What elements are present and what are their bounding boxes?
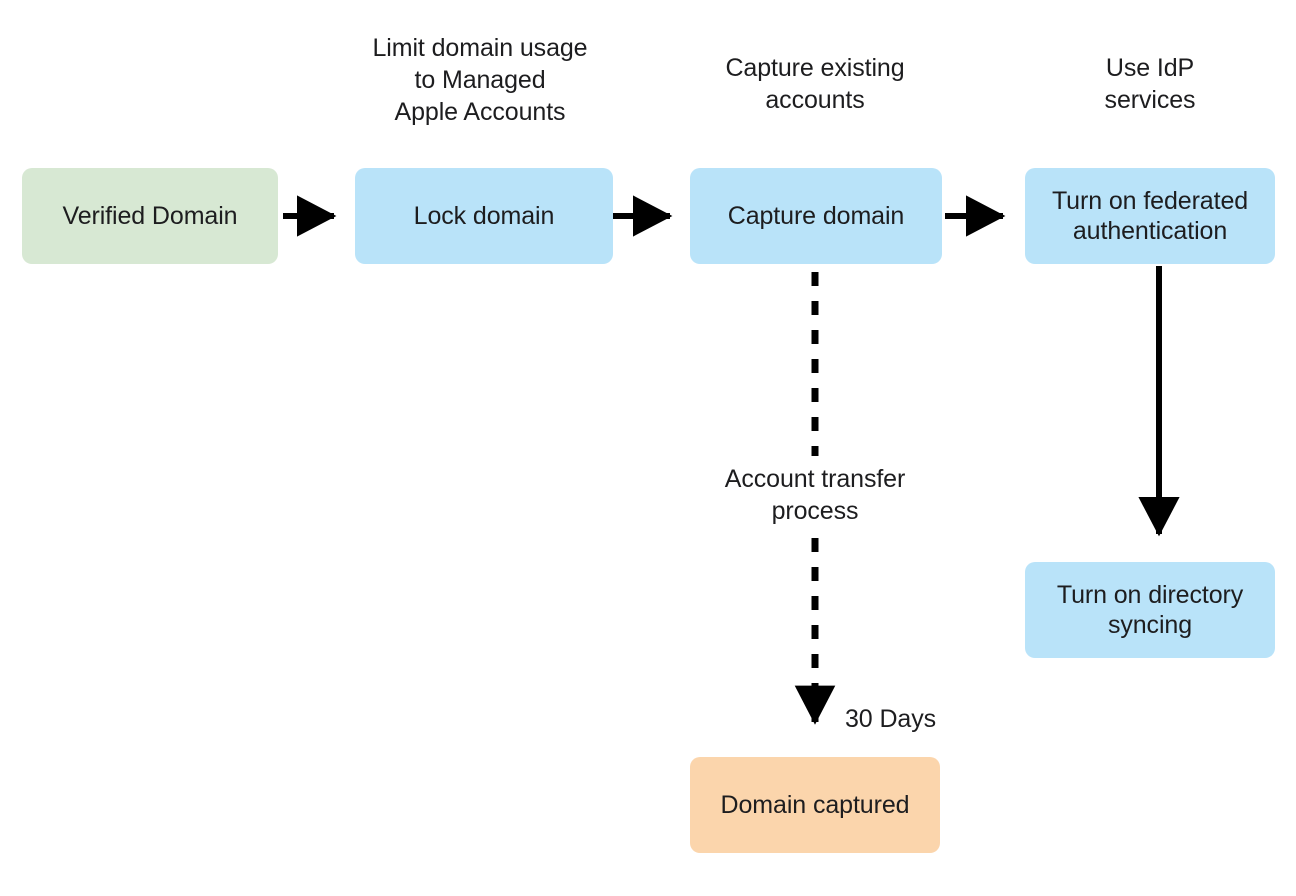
caption-capture-domain: Capture existing accounts: [725, 54, 905, 114]
node-turn-on-federated-authentication[interactable]: Turn on federated authentication: [1025, 168, 1275, 264]
node-capture-domain[interactable]: Capture domain: [690, 168, 942, 264]
node-lock-domain[interactable]: Lock domain: [355, 168, 613, 264]
node-turn-on-directory-syncing[interactable]: Turn on directory syncing: [1025, 562, 1275, 658]
caption-lock-domain: Limit domain usage to Managed Apple Acco…: [372, 34, 588, 126]
edge-label-30-days: 30 Days: [845, 705, 937, 733]
edge-label-account-transfer-process: Account transfer process: [724, 465, 906, 525]
caption-federated-auth: Use IdP services: [1104, 54, 1196, 114]
node-verified-domain[interactable]: Verified Domain: [22, 168, 278, 264]
node-domain-captured[interactable]: Domain captured: [690, 757, 940, 853]
